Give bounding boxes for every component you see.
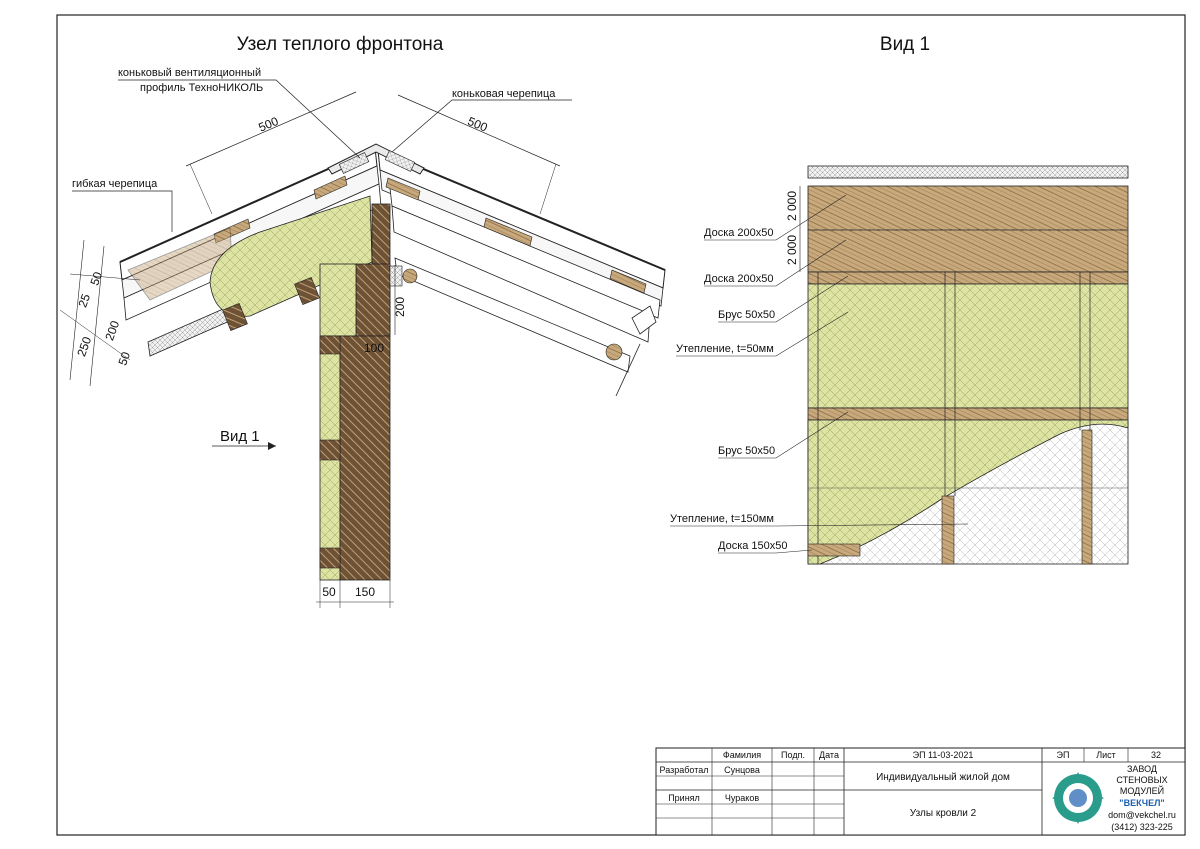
left-roof-slope <box>119 147 382 357</box>
label-insulation-150: Утепление, t=150мм <box>670 513 774 525</box>
stamp-name-developer: Сунцова <box>724 765 760 775</box>
label-ridge-profile-1: коньковый вентиляционный <box>118 67 261 79</box>
company-phone: (3412) 323-225 <box>1111 822 1173 832</box>
label-ridge-profile-2: профиль ТехноНИКОЛЬ <box>140 82 263 94</box>
sheet-frame <box>56 14 1186 836</box>
dim-2000-a: 2 000 <box>785 191 799 221</box>
dim-200-b: 200 <box>393 297 407 317</box>
title-block: Фамилия Подп. Дата ЭП 11-03-2021 ЭП Лист… <box>655 747 1186 836</box>
ridge-post <box>355 203 403 337</box>
dim-100: 100 <box>364 341 384 355</box>
left-annotations: коньковый вентиляционный профиль ТехноНИ… <box>59 67 572 608</box>
stamp-header-sign: Подп. <box>781 750 805 760</box>
stamp-sheet-number: 32 <box>1151 750 1161 760</box>
dim-25: 25 <box>75 292 93 310</box>
ridge-cap <box>327 143 425 175</box>
stamp-project: Индивидуальный жилой дом <box>876 772 1010 783</box>
dim-150: 150 <box>355 585 375 599</box>
company-line-3: МОДУЛЕЙ <box>1120 785 1164 796</box>
dim-50-c: 50 <box>322 585 336 599</box>
view-marker-label: Вид 1 <box>220 428 260 445</box>
label-ridge-tile: коньковая черепица <box>452 88 556 100</box>
company-line-1: ЗАВОД <box>1127 764 1157 774</box>
company-logo <box>1052 772 1104 824</box>
company-line-2: СТЕНОВЫХ <box>1116 775 1167 785</box>
dim-50-a: 50 <box>87 270 105 288</box>
label-board-2: Доска 200x50 <box>704 273 774 285</box>
dim-2000-b: 2 000 <box>785 235 799 265</box>
label-board-1: Доска 200x50 <box>704 227 774 239</box>
label-beam-1: Брус 50x50 <box>718 309 775 321</box>
view-1: Вид 1 2 000 2 000 Доска 200x50 <box>670 34 1129 565</box>
label-board-150: Доска 150x50 <box>718 540 788 552</box>
dim-50-b: 50 <box>115 350 133 368</box>
label-flexible-tile: гибкая черепица <box>72 178 158 190</box>
stamp-role-developer: Разработал <box>660 765 709 775</box>
dim-500-right: 500 <box>466 114 490 135</box>
label-beam-2: Брус 50x50 <box>718 445 775 457</box>
left-title: Узел теплого фронтона <box>237 34 444 55</box>
stamp-code: ЭП 11-03-2021 <box>913 750 974 760</box>
stamp-name-approver: Чураков <box>725 793 759 803</box>
dim-250: 250 <box>74 335 94 359</box>
right-roof-slope <box>377 149 666 397</box>
stamp-header-date: Дата <box>819 750 839 760</box>
stamp-sheet-header: Лист <box>1096 750 1116 760</box>
dim-200-a: 200 <box>102 319 122 343</box>
stamp-header-surname: Фамилия <box>723 750 761 760</box>
dim-500-left: 500 <box>256 114 280 135</box>
company-email[interactable]: dom@vekchel.ru <box>1108 810 1176 820</box>
ridge-detail: Узел теплого фронтона <box>59 34 666 608</box>
stamp-role-approver: Принял <box>668 793 700 803</box>
stamp-drawing-name: Узлы кровли 2 <box>910 808 977 819</box>
stamp-stage-header: ЭП <box>1057 750 1070 760</box>
label-insulation-50: Утепление, t=50мм <box>676 343 774 355</box>
right-title: Вид 1 <box>880 34 930 55</box>
gable-wall <box>319 263 391 581</box>
company-line-4: "ВЕКЧЕЛ" <box>1119 798 1164 808</box>
